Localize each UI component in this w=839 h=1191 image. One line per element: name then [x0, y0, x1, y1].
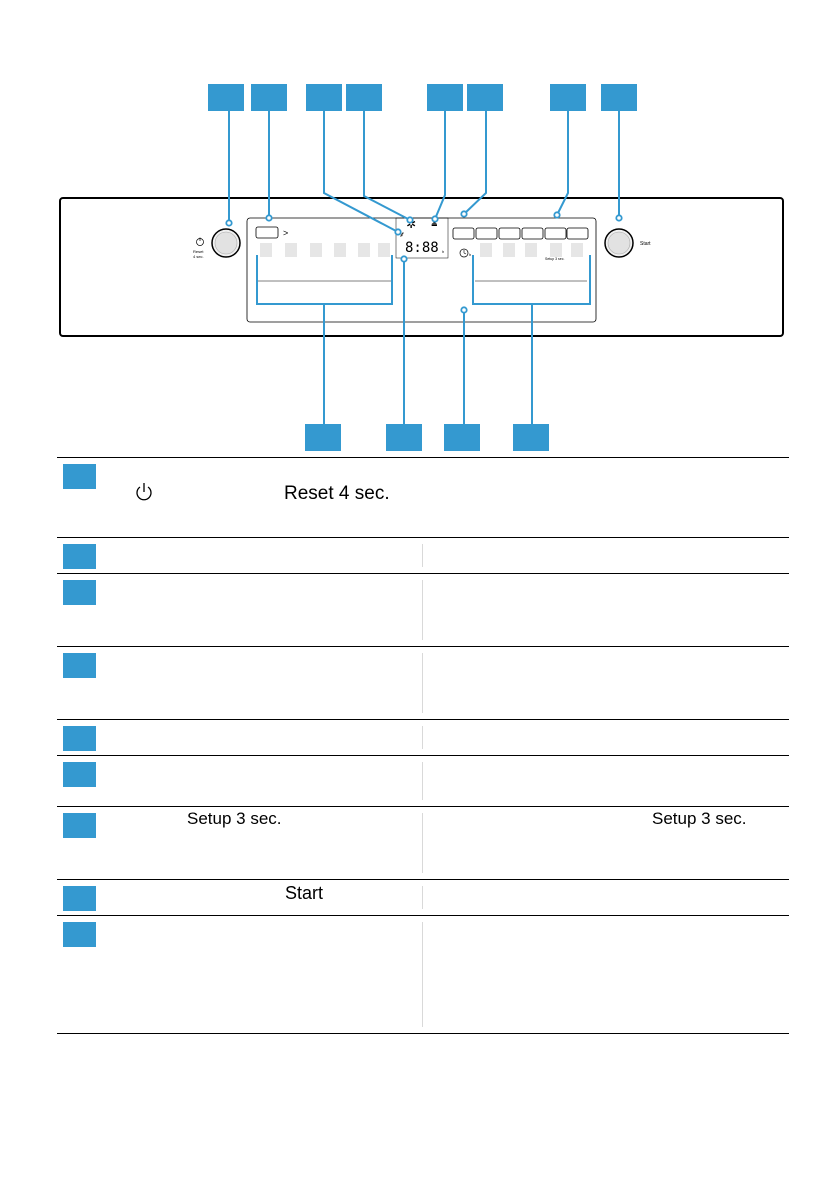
program-indicators	[260, 243, 390, 257]
table-row	[57, 755, 789, 806]
power-icon	[136, 483, 152, 501]
appliance-panel	[59, 197, 784, 337]
arrow-icon: >	[283, 228, 288, 238]
salt-icon: ⏏	[431, 220, 438, 228]
table-row: Reset 4 sec.	[57, 457, 789, 537]
row-badge	[63, 922, 96, 947]
display	[395, 217, 449, 259]
leader-lines	[228, 111, 620, 424]
row-badge	[63, 762, 96, 787]
row-badge	[63, 813, 96, 838]
control-strip	[246, 217, 597, 323]
callout-top-5	[427, 84, 463, 111]
callout-top-2	[251, 84, 287, 111]
snowflake-icon: ✲	[406, 217, 416, 231]
callout-bottom-3	[444, 424, 480, 451]
timer-suffix: h	[469, 252, 471, 257]
callout-top-7	[550, 84, 586, 111]
row7-right-text: Setup 3 sec.	[652, 809, 747, 828]
table-row	[57, 646, 789, 719]
callout-bottom-4	[513, 424, 549, 451]
table-row	[57, 915, 789, 1034]
row-badge	[63, 653, 96, 678]
option-indicators	[480, 243, 583, 257]
reset-label-line1: Reset	[193, 249, 204, 254]
callout-top-3	[306, 84, 342, 111]
row-badge	[63, 464, 96, 489]
display-unit: h	[442, 249, 444, 254]
table-row: Setup 3 sec. Setup 3 sec.	[57, 806, 789, 879]
callout-bottom-1	[305, 424, 341, 451]
row8-left-text: Start	[285, 883, 324, 903]
row-badge	[63, 886, 96, 911]
table-row	[57, 719, 789, 755]
table-row	[57, 573, 789, 646]
row-badge	[63, 580, 96, 605]
callout-top-8	[601, 84, 637, 111]
row-badge	[63, 544, 96, 569]
legend-table: Reset 4 sec. Setup 3 sec. Setup 3 sec. S…	[57, 457, 789, 1034]
power-icon	[196, 237, 204, 246]
table-row: Start	[57, 879, 789, 915]
row7-left-text: Setup 3 sec.	[187, 809, 282, 828]
timer-icon	[459, 248, 469, 258]
rinse-aid-icon: ⸙	[399, 230, 405, 239]
callout-top-4	[346, 84, 382, 111]
row-badge	[63, 726, 96, 751]
callout-top-6	[467, 84, 503, 111]
row1-left-text: Reset 4 sec.	[284, 483, 390, 504]
leader-dots	[225, 210, 623, 314]
display-digits: 8:88	[405, 240, 439, 256]
program-button[interactable]	[255, 226, 279, 239]
setup-label: Setup 3 sec.	[545, 257, 564, 261]
callout-bottom-2	[386, 424, 422, 451]
table-row	[57, 537, 789, 573]
reset-label-line2: 4 sec.	[193, 254, 204, 259]
option-buttons[interactable]	[452, 227, 589, 240]
control-panel-diagram: Reset 4 sec. Start > ⸙ ✲ ⏏ 8:88 h h	[59, 111, 784, 424]
callout-top-1	[208, 84, 244, 111]
start-label: Start	[640, 241, 651, 247]
